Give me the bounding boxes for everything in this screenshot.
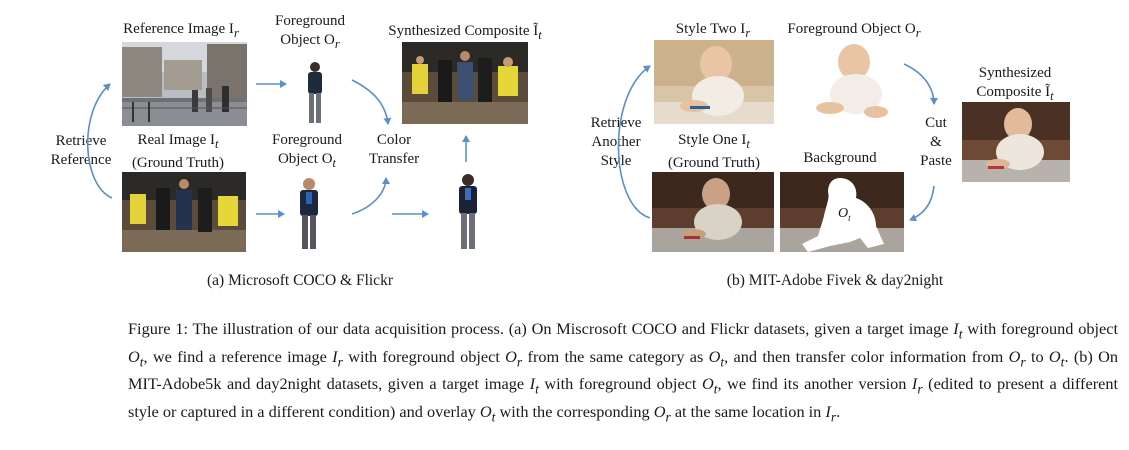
foreground-object-t-figure: [292, 176, 326, 252]
background-mask-image: Ot: [780, 172, 904, 252]
arrow-fg-r-to-cut: [903, 63, 938, 105]
label-reference-image: Reference Image Ir: [123, 21, 239, 40]
label-style-one: Style One It (Ground Truth): [667, 132, 761, 171]
label-foreground-object-r-b: Foreground Object Or: [787, 21, 921, 40]
mask-label-ot: Ot: [838, 206, 851, 223]
arrow-fg-r-to-transfer: [351, 79, 392, 125]
arrow-retrieve-up: [86, 83, 113, 199]
style-two-image: [654, 40, 774, 124]
subcaption-b: (b) MIT-Adobe Fivek & day2night: [726, 272, 944, 289]
color-transferred-figure: [450, 172, 486, 252]
label-synthesized-composite: Synthesized Composite Ĩt: [388, 23, 542, 42]
label-real-image: Real Image It (Ground Truth): [131, 132, 225, 171]
subcaption-a: (a) Microsoft COCO & Flickr: [207, 272, 393, 289]
synthesized-composite-image: [402, 42, 528, 124]
label-style-two: Style Two Ir: [675, 21, 751, 40]
label-synthesized-composite-b: Synthesized Composite Ĩt: [976, 65, 1054, 103]
label-foreground-object-r: Foreground Object Or: [275, 13, 345, 51]
figure-caption: Figure 1: The illustration of our data a…: [128, 318, 1118, 428]
foreground-object-r-baby: [808, 40, 894, 124]
foreground-object-r-figure: [300, 60, 330, 126]
caption-text: Figure 1: The illustration of our data a…: [128, 319, 1119, 424]
label-cut-and-paste: Cut & Paste: [920, 115, 952, 169]
arrow-fg-t-to-transfer: [351, 177, 390, 215]
label-retrieve-another-style: Retrieve Another Style: [590, 115, 642, 169]
arrow-cut-to-bg: [909, 185, 935, 222]
label-background: Background: [803, 150, 877, 166]
arrow-retrieve-style-up: [617, 65, 651, 219]
real-image-ground-truth: [122, 172, 246, 252]
style-one-image: [652, 172, 774, 252]
synthesized-composite-b-image: [962, 102, 1070, 182]
reference-street-image: [122, 42, 247, 126]
label-foreground-object-t: Foreground Object Ot: [272, 132, 342, 170]
